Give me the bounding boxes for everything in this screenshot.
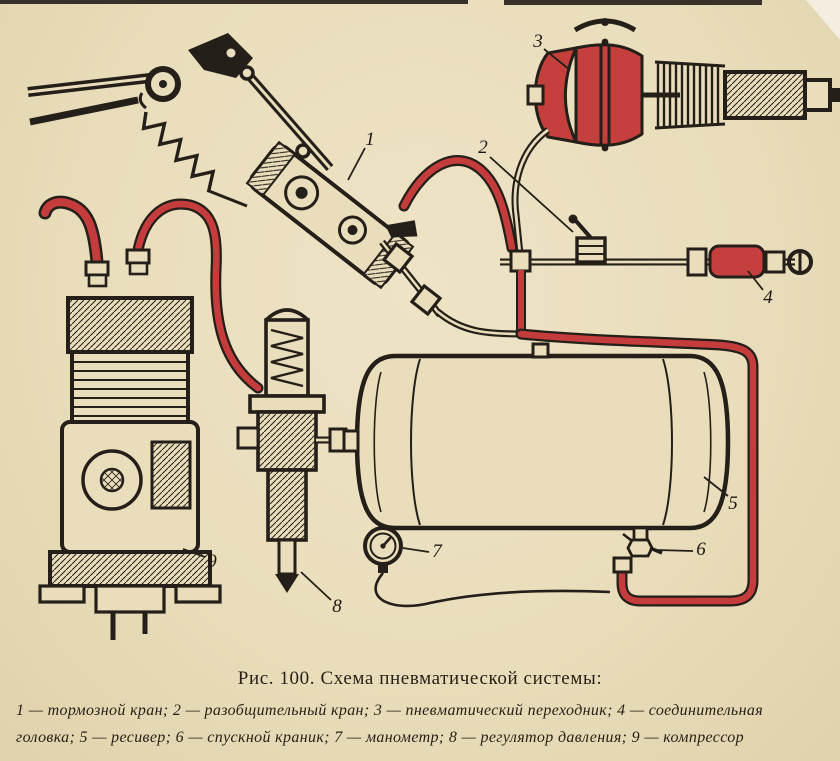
part-label-1: 1 — [365, 129, 375, 150]
compressor — [38, 195, 264, 640]
leader-lines — [182, 48, 764, 601]
spring-brake-cylinder — [654, 60, 840, 130]
leader-2 — [489, 156, 574, 233]
leader-6 — [656, 549, 694, 552]
part-label-8: 8 — [332, 596, 342, 617]
pipe-valve-to-junction — [435, 309, 524, 338]
part-label-9: 9 — [207, 551, 217, 572]
red-hose-brake-valve — [398, 155, 518, 254]
pneumatic-system-diagram: 1 2 3 4 5 6 7 8 9 — [27, 18, 840, 640]
drain-valve — [622, 526, 663, 558]
part-label-2: 2 — [478, 137, 488, 158]
pressure-gauge — [363, 526, 611, 608]
figure-title: Рис. 100. Схема пневматической системы: — [237, 668, 603, 689]
red-line-right-loop — [515, 328, 759, 607]
pedal-linkage — [27, 33, 334, 171]
brake-valve — [245, 140, 443, 318]
leader-9 — [182, 548, 206, 558]
compressor-red-elbow — [38, 195, 104, 269]
pipe-chamber-to-tee — [511, 127, 551, 255]
connecting-head — [686, 244, 813, 279]
shutoff-valve — [568, 214, 607, 264]
legend-line-1: 1 — тормозной кран; 2 — разобщительный к… — [16, 702, 763, 719]
part-label-7: 7 — [432, 541, 443, 562]
brake-chamber — [526, 18, 680, 152]
figure-caption: Рис. 100. Схема пневматической системы: … — [0, 668, 840, 753]
part-label-5: 5 — [728, 493, 738, 514]
leader-4 — [747, 270, 764, 291]
leader-5 — [703, 476, 729, 497]
part-label-4: 4 — [763, 287, 773, 308]
bell-crank — [188, 33, 253, 78]
figure-legend: 1 — тормозной кран; 2 — разобщительный к… — [0, 700, 840, 749]
receiver-tank — [342, 342, 731, 531]
leader-1 — [347, 147, 366, 181]
page-top-edge-right — [504, 0, 762, 5]
part-label-6: 6 — [696, 539, 706, 560]
gauge-capillary-tube — [374, 572, 611, 608]
return-spring — [138, 92, 248, 208]
pressure-regulator — [236, 308, 360, 593]
legend-line-2: головка; 5 — ресивер; 6 — спускной крани… — [16, 728, 744, 746]
leader-7 — [402, 547, 430, 553]
leader-8 — [300, 571, 332, 601]
compressor-outlet-hose — [132, 198, 264, 394]
part-label-3: 3 — [532, 31, 543, 52]
page-top-edge-left — [0, 0, 468, 4]
leader-3 — [543, 48, 571, 71]
